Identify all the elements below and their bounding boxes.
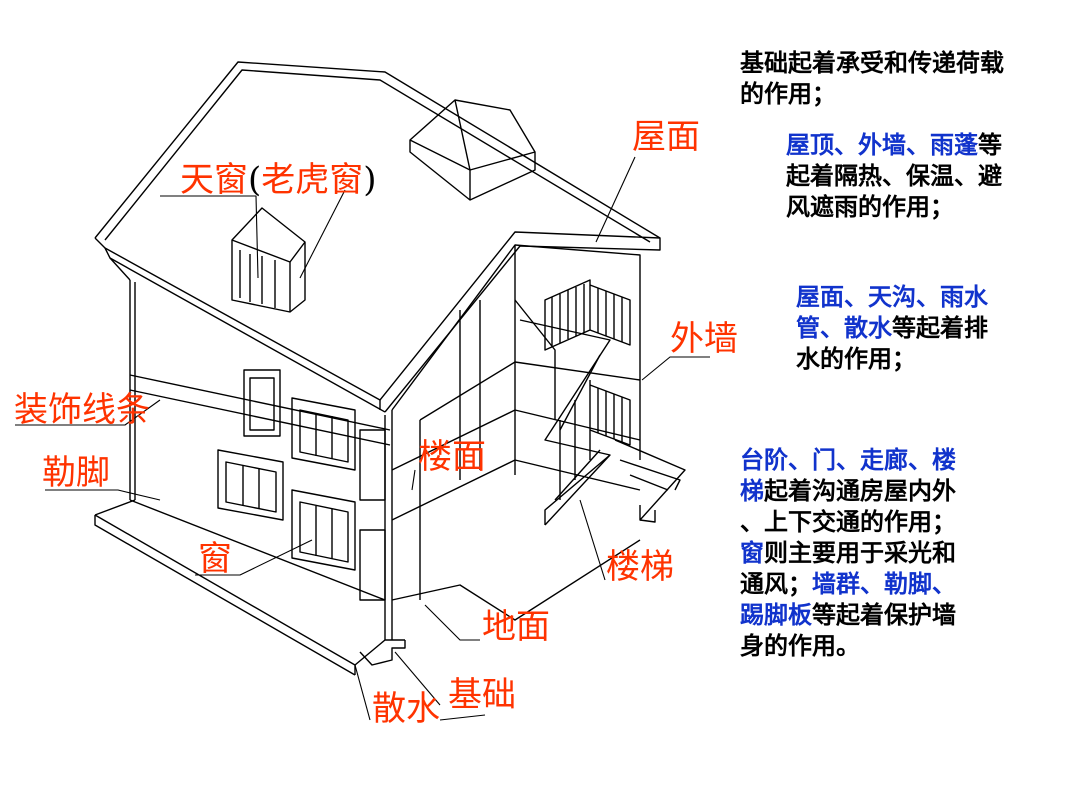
paragraph-line: 基础起着承受和传递荷载 (740, 49, 1004, 77)
label-foundation: 基础 (448, 675, 516, 715)
highlight-text: 墙群、勒脚、 (812, 570, 956, 598)
plain-text: 等起着排 (892, 314, 988, 342)
highlight-text: 台阶、门、走廊、楼 (740, 446, 956, 474)
skylight-dormer (231, 207, 306, 313)
paragraph-insulation: 屋顶、外墙、雨蓬等 起着隔热、保温、避 风遮雨的作用； (786, 130, 1002, 223)
paragraph-circulation: 台阶、门、走廊、楼 梯起着沟通房屋内外 、上下交通的作用； 窗则主要用于采光和 … (740, 445, 956, 662)
label-apron: 散水 (372, 689, 440, 729)
plain-text: 通风； (740, 570, 812, 598)
label-plinth: 勒脚 (42, 453, 110, 493)
paragraph-line: 屋面、天沟、雨水 (796, 282, 988, 313)
base (94, 499, 641, 676)
paragraph-line: 梯起着沟通房屋内外 (740, 476, 956, 507)
label-floor-slab: 楼面 (418, 437, 486, 477)
paragraph-line: 水的作用； (796, 345, 916, 373)
paragraph-drainage: 屋面、天沟、雨水 管、散水等起着排 水的作用； (796, 282, 988, 375)
label-skylight-main: 天窗 (180, 160, 248, 200)
ridge-dormer (409, 99, 536, 201)
paragraph-line: 、上下交通的作用； (740, 508, 956, 536)
paragraph-line: 通风；墙群、勒脚、 (740, 569, 956, 600)
windows (217, 369, 386, 601)
paragraph-line: 屋顶、外墙、雨蓬等 (786, 130, 1002, 161)
paragraph-line: 台阶、门、走廊、楼 (740, 445, 956, 476)
paragraph-line: 风遮雨的作用； (786, 193, 954, 221)
paragraph-line: 的作用； (740, 80, 836, 108)
plain-text: 等 (978, 131, 1002, 159)
paragraph-line: 身的作用。 (740, 632, 860, 660)
highlight-text: 屋面、天沟、雨水 (796, 283, 988, 311)
plain-text: 则主要用于采光和 (764, 539, 956, 567)
label-ground: 地面 (482, 607, 550, 647)
paragraph-line: 起着隔热、保温、避 (786, 162, 1002, 190)
highlight-text: 窗 (740, 539, 764, 567)
paragraph-line: 窗则主要用于采光和 (740, 538, 956, 569)
paragraph-foundation: 基础起着承受和传递荷载 的作用； (740, 48, 1004, 110)
label-skylight-close-paren: ) (363, 160, 377, 200)
paragraph-line: 管、散水等起着排 (796, 313, 988, 344)
roof (94, 61, 661, 413)
plain-text: 等起着保护墙 (812, 601, 956, 629)
paragraph-line: 踢脚板等起着保护墙 (740, 600, 956, 631)
label-decor-line: 装饰线条 (14, 390, 150, 430)
plain-text: 起着沟通房屋内外 (764, 477, 956, 505)
label-outer-wall: 外墙 (670, 319, 738, 359)
label-window: 窗 (198, 539, 232, 579)
label-skylight-name: 老虎窗 (261, 160, 364, 200)
leader-lines (15, 156, 710, 721)
highlight-text: 踢脚板 (740, 601, 812, 629)
porch (614, 439, 686, 523)
staircase (519, 279, 631, 526)
label-skylight-open-paren: ( (248, 160, 262, 200)
label-skylight: 天窗(老虎窗) (180, 163, 377, 197)
label-stairs: 楼梯 (606, 547, 674, 587)
label-roof: 屋面 (632, 117, 700, 157)
highlight-text: 屋顶、外墙、雨蓬 (786, 131, 978, 159)
highlight-text: 管、散水 (796, 314, 892, 342)
highlight-text: 梯 (740, 477, 764, 505)
